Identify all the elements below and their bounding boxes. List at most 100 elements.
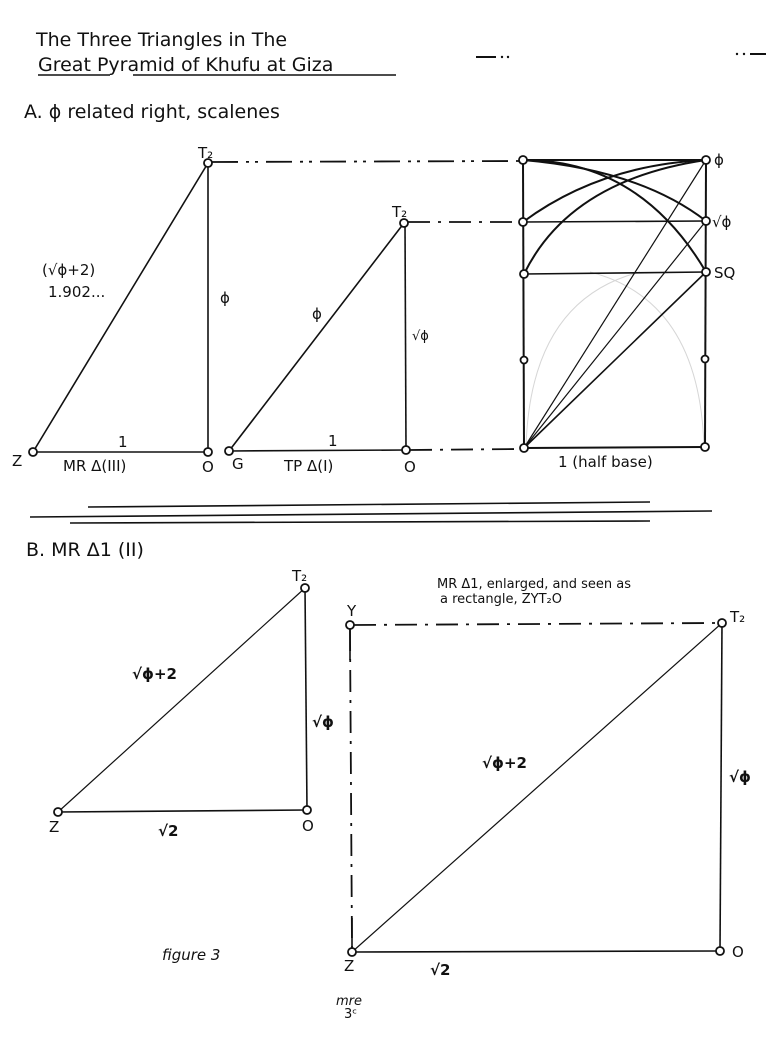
rectangle-caption-line-2: a rectangle, ZYT₂O xyxy=(440,592,562,607)
triangle-i-height xyxy=(404,222,407,451)
projection-line-base xyxy=(409,448,521,451)
triangle-i-label-o: O xyxy=(404,458,416,476)
triangle-i-name: TP Δ(I) xyxy=(283,457,333,475)
triangle-i-vertex-t2 xyxy=(399,218,409,228)
rectangle-label-y: Y xyxy=(346,602,357,620)
triangle-ii-vertex-o xyxy=(302,805,312,815)
rectangle-height-label: √ϕ xyxy=(729,768,751,786)
header-mark-left-dot xyxy=(500,55,504,59)
node-right-sq xyxy=(701,267,711,277)
title-line-1: The Three Triangles in The xyxy=(35,29,287,51)
rectangle-vertex-t2 xyxy=(717,618,727,628)
triangle-iii-hypotenuse-value: 1.902... xyxy=(48,283,105,301)
rectangle-right-side xyxy=(719,622,723,952)
triangle-i-hypotenuse-label: ϕ xyxy=(312,305,322,323)
arc-phi-to-sqrt-phi xyxy=(522,159,707,222)
rectangle-vertex-y xyxy=(345,620,355,630)
arc-sq-to-phi xyxy=(523,159,707,275)
construction-label-sqrt-phi: √ϕ xyxy=(712,213,732,231)
node-left-base xyxy=(519,443,529,453)
node-left-mid xyxy=(519,355,529,365)
triangle-iii-name: MR Δ(III) xyxy=(63,457,126,475)
triangle-ii-base-label: √2 xyxy=(158,822,178,840)
triangle-i: T₂ G O ϕ √ϕ 1 TP Δ(I) xyxy=(224,203,429,476)
section-b-heading: B. MR Δ1 (II) xyxy=(26,539,144,561)
section-a-heading: A. ϕ related right, scalenes xyxy=(24,101,280,123)
rectangle-top-dashdot xyxy=(353,622,719,626)
signature: mre xyxy=(336,994,362,1009)
arc-sqrt-phi-to-phi xyxy=(522,159,707,223)
diagonal-to-phi xyxy=(523,159,707,449)
rectangle-vertex-z xyxy=(347,947,357,957)
triangle-ii-vertex-z xyxy=(53,807,63,817)
divider-line-1 xyxy=(87,501,651,508)
construction-right-side xyxy=(704,159,707,448)
header-marks xyxy=(476,52,766,59)
triangle-iii: T₂ Z O (√ϕ+2) 1.902... ϕ 1 MR Δ(III) xyxy=(12,144,230,476)
triangle-i-hypotenuse xyxy=(228,222,405,452)
triangle-ii-label-t2: T₂ xyxy=(291,567,307,585)
triangle-i-vertex-o xyxy=(401,445,411,455)
triangle-i-base xyxy=(228,449,407,452)
faint-arc-left xyxy=(525,271,641,449)
triangle-iii-base-label: 1 xyxy=(118,433,128,451)
construction-left-side xyxy=(522,159,525,449)
triangle-ii: T₂ Z O √ϕ+2 √ϕ √2 xyxy=(49,567,334,840)
divider-line-3 xyxy=(69,520,651,524)
triangle-iii-vertex-z xyxy=(28,447,38,457)
rectangle-base-label: √2 xyxy=(430,961,450,979)
node-left-sq xyxy=(519,269,529,279)
rectangle-vertex-o xyxy=(715,946,725,956)
diagonal-to-sqrt-phi xyxy=(523,220,707,449)
node-right-sqrt-phi xyxy=(701,216,711,226)
header-mark-right-dot xyxy=(735,52,739,56)
triangle-i-label-g: G xyxy=(232,455,244,473)
title-block: The Three Triangles in The Great Pyramid… xyxy=(35,29,396,76)
construction-level-sqrt-phi xyxy=(522,220,707,223)
section-dividers xyxy=(29,501,713,524)
triangle-iii-hypotenuse-label: (√ϕ+2) xyxy=(42,261,95,279)
triangle-iii-hypotenuse xyxy=(32,162,209,453)
triangle-i-base-label: 1 xyxy=(328,432,338,450)
node-left-phi xyxy=(518,155,528,165)
node-right-mid xyxy=(700,354,710,364)
diagonal-to-sq xyxy=(523,271,707,449)
node-right-phi xyxy=(701,155,711,165)
triangle-i-vertex-g xyxy=(224,446,234,456)
triangle-i-label-t2: T₂ xyxy=(391,203,407,221)
phi-construction: ϕ √ϕ SQ 1 (half base) xyxy=(518,151,735,471)
rectangle-caption-line-1: MR Δ1, enlarged, and seen as xyxy=(437,577,631,592)
triangle-iii-height-label: ϕ xyxy=(220,289,230,307)
header-mark-right-dot xyxy=(742,52,746,56)
construction-base-label: 1 (half base) xyxy=(558,453,653,471)
triangle-iii-label-z: Z xyxy=(12,452,22,470)
triangle-iii-label-o: O xyxy=(202,458,214,476)
rectangle-label-o: O xyxy=(732,943,744,961)
rectangle-base xyxy=(351,950,721,953)
triangle-ii-label-z: Z xyxy=(49,818,59,836)
rectangle-label-z: Z xyxy=(344,957,354,975)
triangle-ii-base xyxy=(57,809,308,813)
arc-phi-to-sq xyxy=(522,159,707,273)
signature-date: 3ᶜ xyxy=(344,1007,357,1022)
triangle-iii-vertex-o xyxy=(203,447,213,457)
rectangle-diagonal-label: √ϕ+2 xyxy=(482,754,527,772)
header-mark-left-dot xyxy=(506,55,510,59)
faint-arc-right xyxy=(589,271,705,449)
triangle-ii-label-o: O xyxy=(302,817,314,835)
triangle-i-height-label: √ϕ xyxy=(412,329,429,344)
projection-line-phi xyxy=(211,160,521,163)
triangle-iii-label-t2: T₂ xyxy=(197,144,213,162)
construction-label-sq: SQ xyxy=(714,264,735,282)
triangle-ii-height-label: √ϕ xyxy=(312,713,334,731)
divider-line-2 xyxy=(29,510,713,518)
rectangle-left-dashdot xyxy=(349,628,353,949)
triangle-ii-height xyxy=(304,587,308,811)
construction-base xyxy=(523,446,706,449)
construction-level-sq xyxy=(523,271,707,275)
title-line-2: Great Pyramid of Khufu at Giza xyxy=(38,54,333,76)
construction-label-phi: ϕ xyxy=(714,151,724,169)
triangle-ii-vertex-t2 xyxy=(300,583,310,593)
rectangle-zyt2o: MR Δ1, enlarged, and seen as a rectangle… xyxy=(344,577,751,979)
